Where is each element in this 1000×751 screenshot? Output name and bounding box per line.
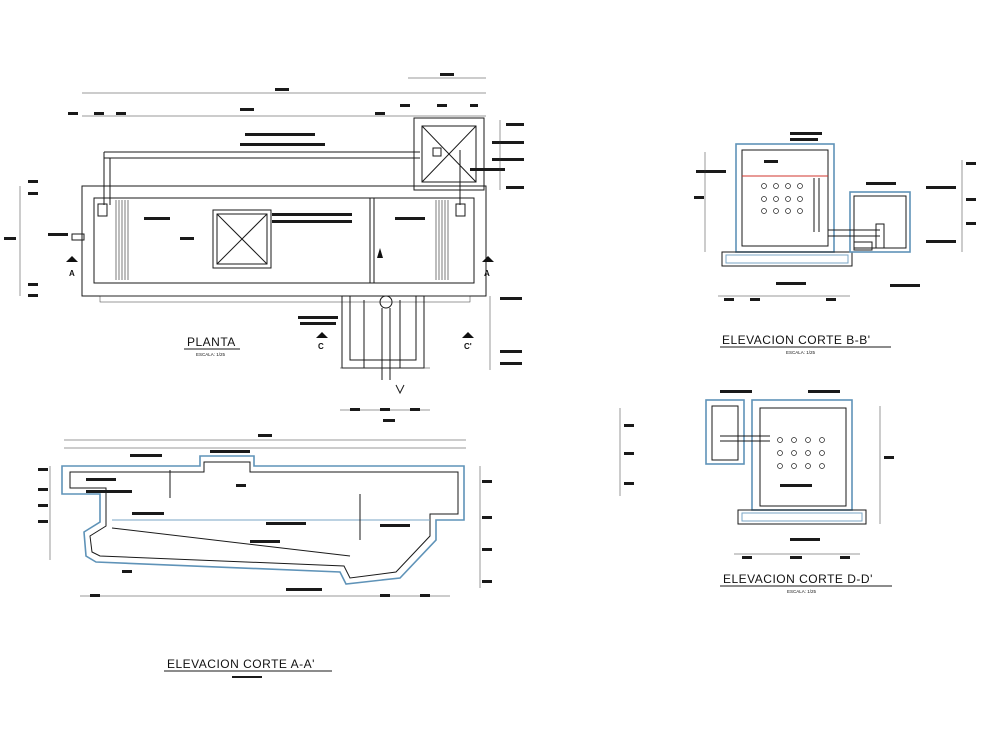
section-aa-view: ELEVACION CORTE A-A' — [38, 434, 492, 678]
plan-scale: ESCALA: 1/25 — [196, 352, 226, 357]
plan-mark-a-left: A — [69, 269, 75, 278]
section-bb-scale: ESCALA: 1/25 — [786, 350, 816, 355]
plan-mark-c-right: C' — [464, 342, 472, 351]
section-bb-view: ELEVACION CORTE B-B' ESCALA: 1/25 — [694, 132, 976, 355]
plan-title: PLANTA — [187, 335, 236, 349]
plan-view: A A C C' PLANTA ESCALA: 1/25 — [4, 73, 524, 422]
section-dd-scale: ESCALA: 1/25 — [787, 589, 817, 594]
section-dd-view: ELEVACION CORTE D-D' ESCALA: 1/25 — [619, 390, 894, 594]
section-aa-title: ELEVACION CORTE A-A' — [167, 657, 315, 671]
section-bb-title: ELEVACION CORTE B-B' — [722, 333, 871, 347]
plan-mark-c-left: C — [318, 342, 324, 351]
section-dd-title: ELEVACION CORTE D-D' — [723, 572, 873, 586]
plan-mark-a-right: A — [484, 269, 490, 278]
